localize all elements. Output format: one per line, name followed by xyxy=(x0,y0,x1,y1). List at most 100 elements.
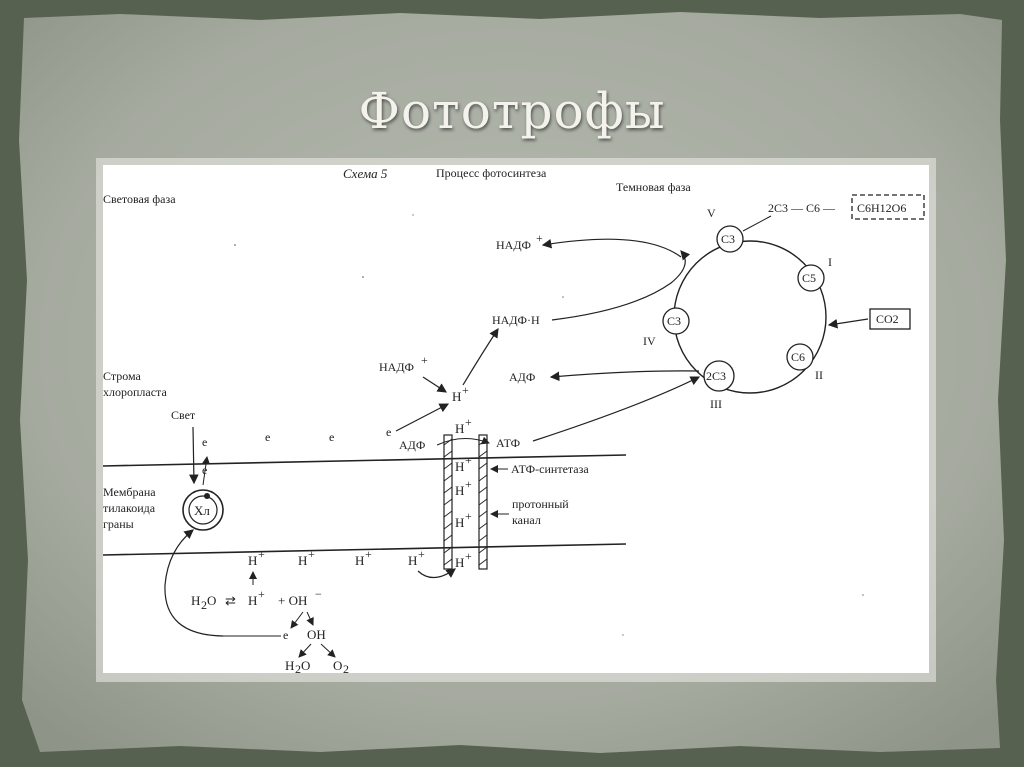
two-c3-node xyxy=(703,360,735,392)
lumen-proton-1-charge: + xyxy=(258,547,265,561)
c3-top-label: C3 xyxy=(721,232,735,246)
lumen-to-channel-arrow xyxy=(417,568,456,579)
adp-channel-label: АДФ xyxy=(399,438,425,452)
electron-1: e xyxy=(202,435,207,449)
water-product-oxygen: O xyxy=(301,658,310,673)
nadp-top-label: НАДФ xyxy=(496,238,531,252)
stroma-label-1: Строма xyxy=(103,369,142,383)
channel-right-wall xyxy=(478,434,488,570)
c6-node xyxy=(786,343,814,371)
roman-v: V xyxy=(707,206,716,220)
cycle-to-nadp-arrow xyxy=(541,238,682,258)
membrane-label-3: граны xyxy=(103,517,134,531)
c3-left-label: C3 xyxy=(667,314,681,328)
roman-i: I xyxy=(828,255,832,269)
roman-ii: II xyxy=(815,368,823,382)
membrane-top-line xyxy=(103,454,627,467)
water-left-subscript: 2 xyxy=(201,598,207,612)
lumen-proton-2-charge: + xyxy=(308,547,315,561)
electron-3: e xyxy=(329,430,334,444)
stroma-label-2: хлоропласта xyxy=(103,385,167,399)
adp-to-atp-arrow xyxy=(436,436,490,446)
electron-4: e xyxy=(386,425,391,439)
diagram-canvas xyxy=(103,165,929,673)
roman-iii: III xyxy=(710,397,722,411)
hydroxide-label: + OH xyxy=(278,593,307,608)
water-left-oxygen: O xyxy=(207,593,216,608)
nadp-stroma-label: НАДФ xyxy=(379,360,414,374)
two-c3-label: 2C3 xyxy=(706,369,726,383)
glucose-label: C6H12O6 xyxy=(857,201,906,215)
proton-to-nadph-arrow xyxy=(462,327,499,386)
oh-to-water-arrow xyxy=(298,643,312,658)
chlorophyll-label: Хл xyxy=(194,503,210,518)
oh-radical: OH xyxy=(307,627,326,642)
channel-proton-bottom: H xyxy=(455,555,464,570)
electron-to-chlorophyll-arrow xyxy=(164,529,224,637)
light-label: Свет xyxy=(171,408,196,422)
stroma-proton-charge: + xyxy=(462,383,469,397)
lumen-proton-3: H xyxy=(355,553,364,568)
atp-channel-label: АТФ xyxy=(496,436,520,450)
electron-water: e xyxy=(283,628,288,642)
roman-iv: IV xyxy=(643,334,656,348)
light-phase-label: Световая фаза xyxy=(103,192,176,206)
cycle-to-adp-arrow xyxy=(549,370,700,382)
nadph-to-cycle-arrow xyxy=(551,250,691,321)
c3-to-product-line xyxy=(742,215,772,232)
lumen-proton-3-charge: + xyxy=(365,547,372,561)
membrane-bottom-line xyxy=(103,543,627,556)
atp-synthase-label: АТФ-синтетаза xyxy=(511,462,589,476)
co2-box xyxy=(869,308,911,330)
c5-label: C5 xyxy=(802,271,816,285)
photosynthesis-diagram: Схема 5 Процесс фотосинтеза Световая фаз… xyxy=(103,165,929,673)
proton-channel-label-2: канал xyxy=(512,513,541,527)
electron-2: e xyxy=(265,430,270,444)
adp-cycle-label: АДФ xyxy=(509,370,535,384)
hydroxide-to-oh-arrow xyxy=(306,611,314,626)
membrane-label-1: Мембрана xyxy=(103,485,156,499)
stroma-proton: H xyxy=(452,389,461,404)
electron-0: e xyxy=(202,463,207,477)
equilibrium-arrow: ⇄ xyxy=(225,593,236,608)
hydroxide-to-electron-arrow xyxy=(290,611,304,629)
oh-to-oxygen-arrow xyxy=(320,643,336,658)
excited-electron-dot xyxy=(204,493,210,499)
c3-top-node xyxy=(716,225,744,253)
nadp-to-proton-arrow xyxy=(422,376,448,393)
channel-proton-bottom-charge: + xyxy=(465,549,472,563)
c3-left-node xyxy=(662,307,690,335)
channel-proton-3-charge: + xyxy=(465,509,472,523)
oxygen-product-subscript: 2 xyxy=(343,662,349,673)
electron-to-proton-arrow xyxy=(395,403,450,432)
scheme-label: Схема 5 xyxy=(343,166,388,181)
light-arrow xyxy=(189,426,199,485)
atp-to-cycle-arrow xyxy=(532,376,701,442)
channel-proton-top: H xyxy=(455,421,464,436)
channel-proton-1: H xyxy=(455,459,464,474)
electron-up-arrow xyxy=(202,456,210,486)
lumen-proton-4: H xyxy=(408,553,417,568)
glucose-box xyxy=(851,194,925,220)
scan-specks xyxy=(234,214,864,636)
product-chain: 2C3 — C6 — xyxy=(768,201,836,215)
water-proton: H xyxy=(248,593,257,608)
oxygen-product: O xyxy=(333,658,342,673)
slide-title: Фототрофы xyxy=(358,82,666,140)
lumen-proton-2: H xyxy=(298,553,307,568)
c6-label: C6 xyxy=(791,350,805,364)
channel-hatching xyxy=(443,438,488,566)
c5-node xyxy=(797,264,825,292)
nadp-top-charge: + xyxy=(536,231,543,245)
membrane-label-2: тилакоида xyxy=(103,501,156,515)
water-product: H xyxy=(285,658,294,673)
water-proton-charge: + xyxy=(258,587,265,601)
lumen-proton-4-charge: + xyxy=(418,547,425,561)
water-product-subscript: 2 xyxy=(295,662,301,673)
co2-label: CO2 xyxy=(876,312,899,326)
co2-arrow xyxy=(827,318,869,329)
channel-proton-1-charge: + xyxy=(465,453,472,467)
nadp-stroma-charge: + xyxy=(421,353,428,367)
channel-proton-2: H xyxy=(455,483,464,498)
